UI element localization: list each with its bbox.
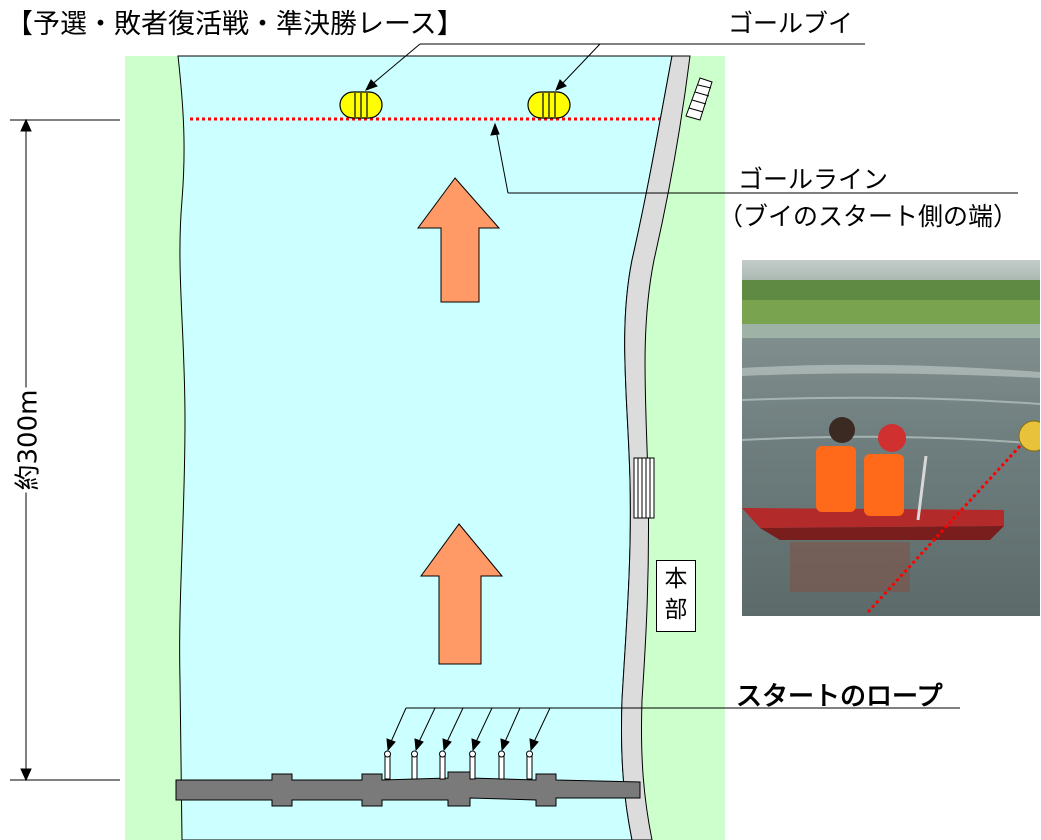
race-photo [742, 260, 1040, 616]
goal-buoy-label: ゴールブイ [728, 9, 854, 38]
start-bar [175, 771, 641, 807]
buoy-icon [339, 91, 383, 119]
distance-text: 約300m [7, 387, 45, 493]
page-title: 【予選・敗者復活戦・準決勝レース】 [6, 9, 464, 40]
river-water [177, 55, 673, 840]
distance-label: 約300m [0, 387, 52, 493]
stairs-icon [685, 77, 713, 121]
start-rope-leader [386, 707, 960, 752]
goal-line-leader [490, 122, 1018, 194]
goal-line-note: （ブイのスタート側の端） [718, 202, 1019, 231]
start-rope-icon [384, 750, 533, 780]
buoy-icon [527, 91, 571, 119]
hq-text-2: 部 [664, 597, 688, 623]
goal-line-label: ゴールライン [738, 165, 889, 194]
stairs-icon [633, 457, 655, 519]
up-arrow-icon [420, 523, 504, 665]
hq-text-1: 本 [664, 566, 688, 592]
start-rope-label: スタートのロープ [736, 682, 943, 712]
goal-buoy-leader [364, 43, 865, 91]
right-bank [620, 55, 691, 840]
up-arrow-icon [417, 177, 501, 303]
headquarters-box: 本 部 [656, 560, 696, 632]
